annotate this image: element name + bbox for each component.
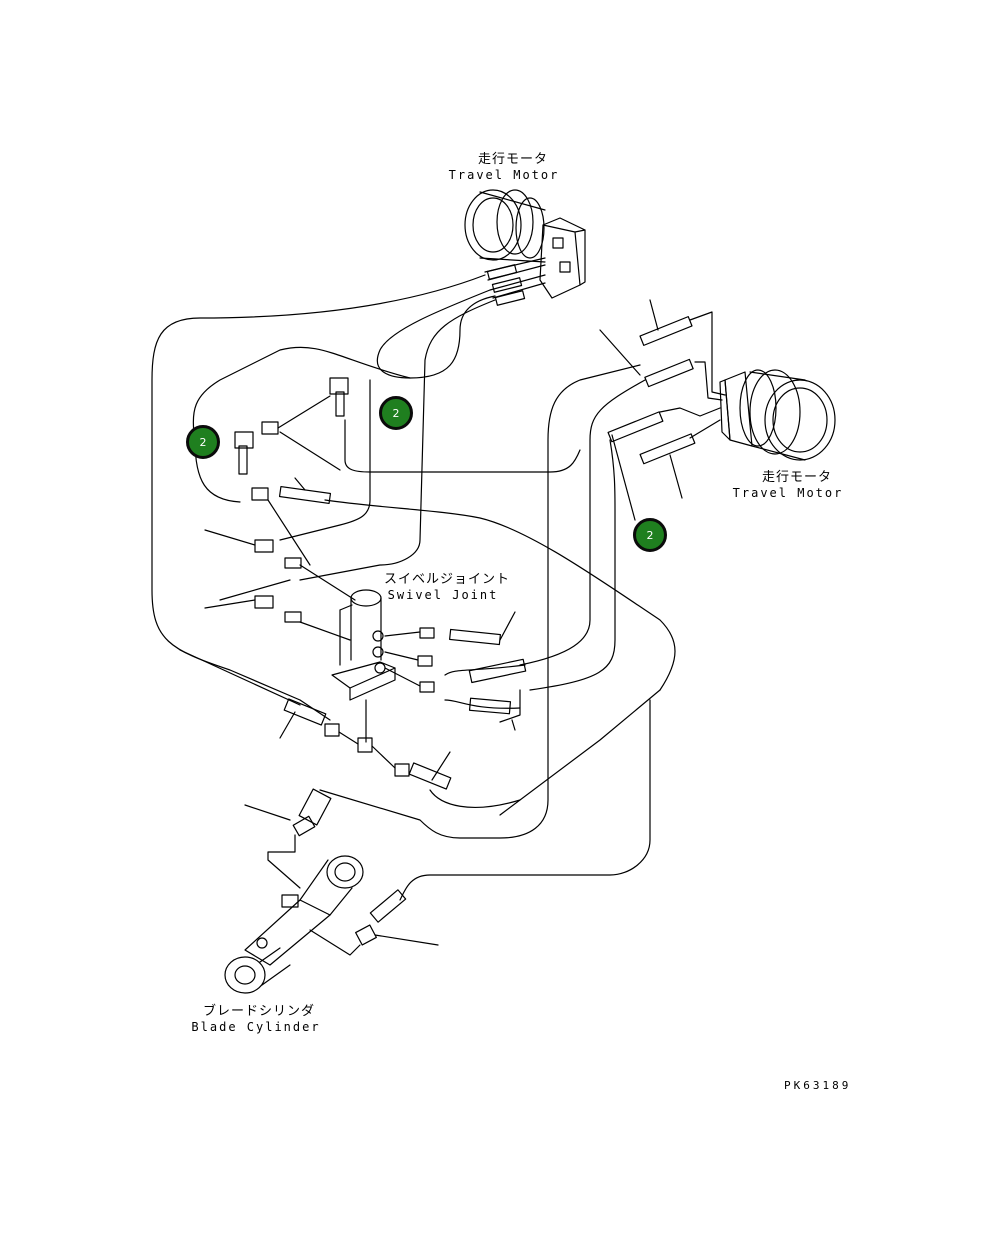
callout-part-2[interactable]: 2 <box>186 425 220 459</box>
blade-cylinder-label-en: Blade Cylinder <box>191 1020 321 1034</box>
lower-tee-hoses <box>279 698 452 790</box>
swivel-joint-label-jp: スイベルジョイント <box>384 572 511 587</box>
travel-motor-top <box>464 189 586 299</box>
travel-motor-right-label-jp: 走行モータ <box>761 470 832 485</box>
drawing-code: PK63189 <box>784 1079 852 1092</box>
travel-motor-right <box>719 369 836 461</box>
swivel-joint-label-en: Swivel Joint <box>387 588 499 602</box>
hoses-top-motor <box>484 257 546 306</box>
callout-part-2[interactable]: 2 <box>379 396 413 430</box>
travel-motor-top-label-en: Travel Motor <box>448 168 560 182</box>
swivel-joint <box>331 589 527 743</box>
hose-lines <box>151 274 676 901</box>
blade-cylinder-label-jp: ブレードシリンダ <box>202 1004 315 1019</box>
travel-motor-right-label-en: Travel Motor <box>732 486 844 500</box>
hoses-right-motor <box>599 299 726 521</box>
callout-part-2[interactable]: 2 <box>633 518 667 552</box>
blade-cylinder <box>224 788 439 994</box>
fittings-left <box>204 377 356 641</box>
travel-motor-top-label-jp: 走行モータ <box>477 152 548 167</box>
